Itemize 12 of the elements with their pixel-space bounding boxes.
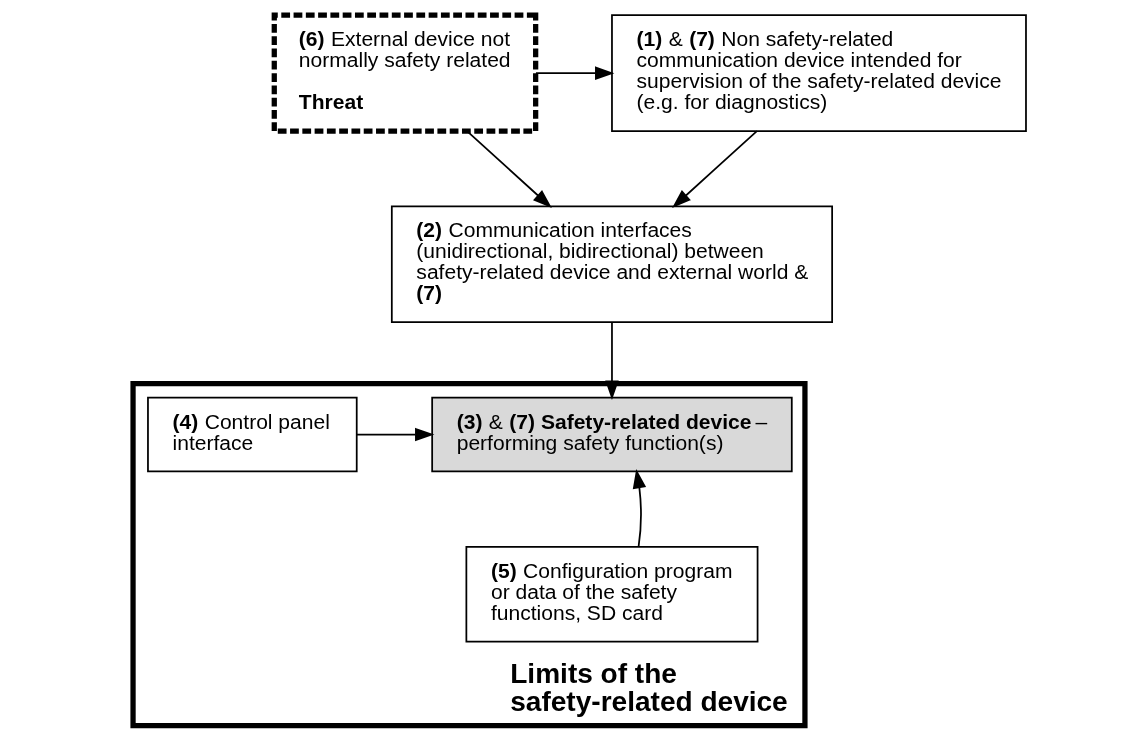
arrow (465, 130, 552, 209)
arrow (604, 321, 619, 400)
arrow (632, 469, 646, 548)
arrow (534, 66, 614, 80)
arrow (671, 130, 758, 209)
node-box: (5) Configuration program or data of the safety functions, SD card (465, 545, 758, 643)
node-box: (4) Control panel interface (146, 396, 358, 473)
node-box: (3) & (7) Safety-related device – performing safety function(s) (430, 396, 793, 473)
node-box: (2) Communication interfaces (unidirectional, bidirectional) between safety-related device and external world & (7) (390, 205, 833, 324)
node-box: (6) External device not normally safety related Threat (271, 12, 538, 134)
node-box: (1) & (7) Non safety-related communication device intended for supervision of the safety-related device (e.g. for diagnostics) (610, 14, 1027, 132)
arrow (355, 427, 434, 442)
